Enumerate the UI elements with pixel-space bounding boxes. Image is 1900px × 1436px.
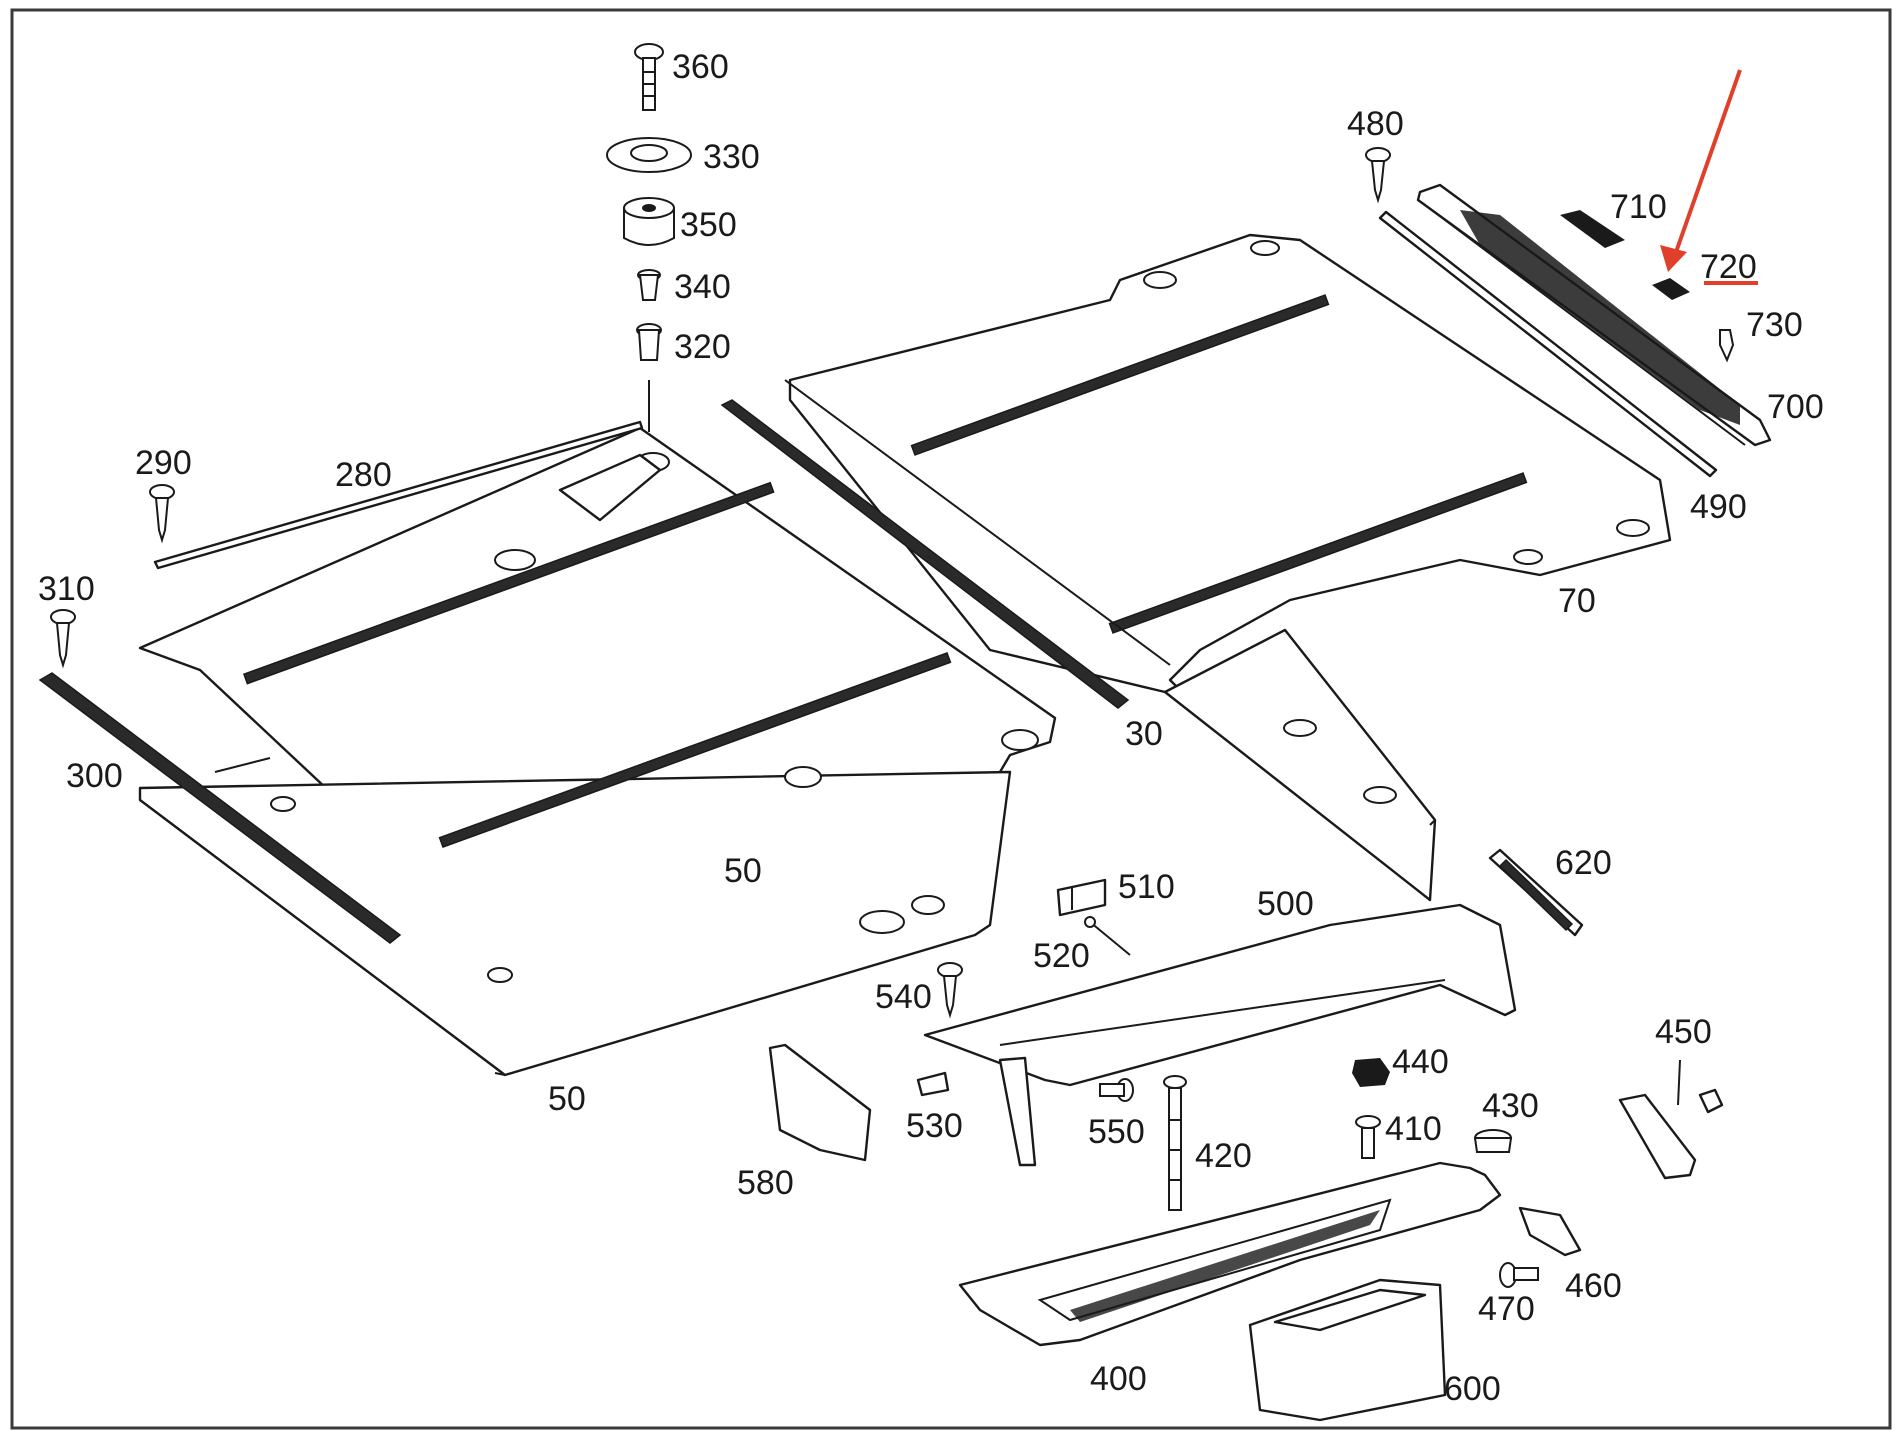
label-280: 280 — [335, 456, 392, 494]
label-550: 550 — [1088, 1113, 1145, 1151]
bracket-510[interactable] — [1056, 878, 1107, 917]
washer-330[interactable] — [606, 137, 692, 173]
label-580: 580 — [737, 1164, 794, 1202]
floor-panel-50[interactable] — [138, 426, 1057, 1077]
screw-290[interactable] — [149, 484, 175, 544]
strip-490[interactable] — [1378, 210, 1718, 478]
bushing-320[interactable] — [636, 323, 662, 361]
bolt-410[interactable] — [1355, 1115, 1381, 1159]
pin-520[interactable] — [1084, 916, 1131, 956]
label-30: 30 — [1125, 715, 1163, 753]
label-620: 620 — [1555, 844, 1612, 882]
diagram-frame — [10, 8, 1892, 1430]
label-350: 350 — [680, 206, 737, 244]
label-730: 730 — [1746, 306, 1803, 344]
label-480: 480 — [1347, 105, 1404, 143]
joint-strip-30[interactable] — [720, 379, 1171, 709]
label-320: 320 — [674, 328, 731, 366]
bracket-460[interactable] — [1518, 1206, 1582, 1257]
bolt-420[interactable] — [1163, 1075, 1187, 1211]
duct-500[interactable] — [923, 903, 1517, 1087]
label-50-upper: 50 — [724, 852, 762, 890]
label-410: 410 — [1385, 1110, 1442, 1148]
floor-panel-70[interactable] — [788, 233, 1672, 902]
label-430: 430 — [1482, 1087, 1539, 1125]
label-310: 310 — [38, 570, 95, 608]
screw-540[interactable] — [937, 962, 963, 1019]
label-530: 530 — [906, 1107, 963, 1145]
bracket-580[interactable] — [768, 1043, 1037, 1167]
box-600[interactable] — [1248, 1278, 1447, 1422]
handle-450[interactable] — [1618, 1059, 1724, 1180]
clip-710[interactable] — [1560, 210, 1625, 248]
label-340: 340 — [674, 268, 731, 306]
label-70: 70 — [1558, 582, 1596, 620]
label-460: 460 — [1565, 1267, 1622, 1305]
highlight-arrow — [1660, 69, 1742, 272]
label-50-lower: 50 — [548, 1080, 586, 1118]
bolt-470[interactable] — [1499, 1262, 1539, 1288]
label-700: 700 — [1767, 388, 1824, 426]
strip-620[interactable] — [1488, 848, 1584, 937]
label-400: 400 — [1090, 1360, 1147, 1398]
clip-730[interactable] — [1719, 329, 1735, 363]
bushing-340[interactable] — [637, 269, 661, 301]
label-360: 360 — [672, 48, 729, 86]
label-710: 710 — [1610, 188, 1667, 226]
label-470: 470 — [1478, 1290, 1535, 1328]
bolt-550[interactable] — [1099, 1078, 1134, 1102]
label-330: 330 — [703, 138, 760, 176]
label-420: 420 — [1195, 1137, 1252, 1175]
label-510: 510 — [1118, 868, 1175, 906]
clip-720[interactable] — [1652, 278, 1690, 300]
clip-530[interactable] — [916, 1071, 950, 1097]
label-500: 500 — [1257, 885, 1314, 923]
nut-440[interactable] — [1352, 1058, 1390, 1087]
trim-cover-700[interactable] — [1416, 183, 1772, 447]
screw-310[interactable] — [50, 609, 76, 669]
cap-430[interactable] — [1473, 1129, 1513, 1153]
label-520: 520 — [1033, 937, 1090, 975]
label-440: 440 — [1392, 1043, 1449, 1081]
rod-280[interactable] — [153, 420, 644, 570]
label-450: 450 — [1655, 1013, 1712, 1051]
tray-400[interactable] — [958, 1161, 1502, 1347]
label-720: 720 — [1700, 248, 1757, 286]
edge-strip-300[interactable] — [38, 672, 402, 944]
label-540: 540 — [875, 978, 932, 1016]
label-300: 300 — [66, 757, 123, 795]
label-290: 290 — [135, 444, 192, 482]
label-600: 600 — [1444, 1370, 1501, 1408]
label-490: 490 — [1690, 488, 1747, 526]
spacer-350[interactable] — [623, 197, 675, 246]
bolt-360[interactable] — [634, 43, 664, 111]
screw-480[interactable] — [1365, 147, 1391, 204]
